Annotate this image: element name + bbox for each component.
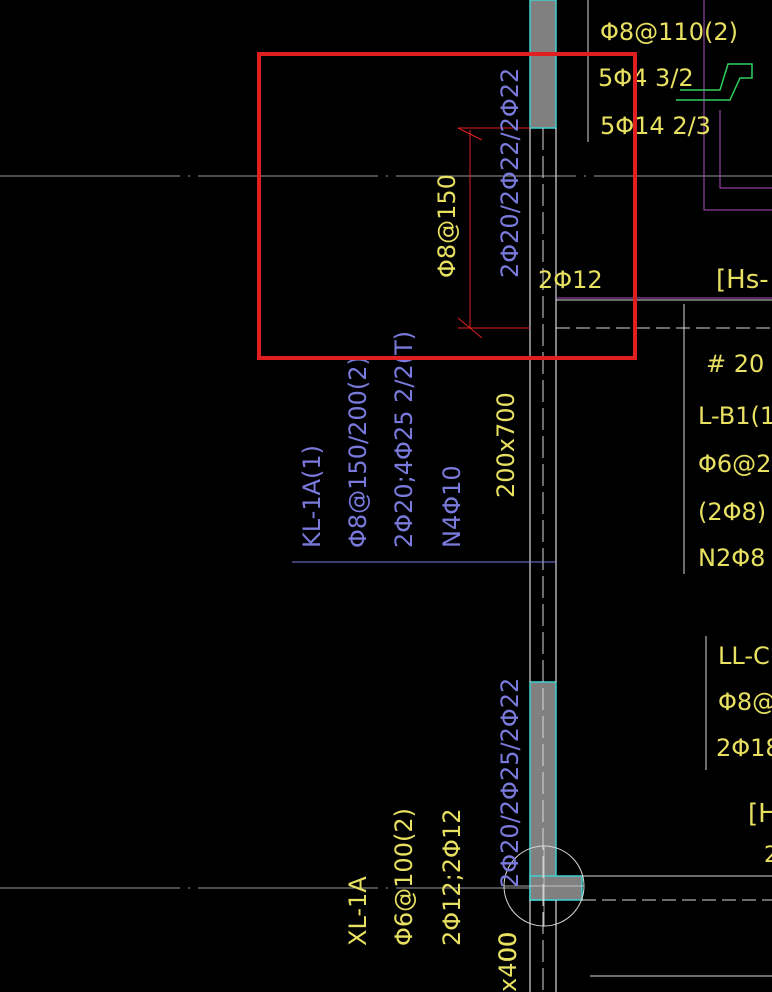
label-kl-bars: 2Φ20;4Φ25 2/2(T) (390, 331, 418, 548)
dim-tick-top (457, 127, 483, 141)
label-lb1-stirrup: Φ6@20 (698, 450, 772, 478)
label-xl-name: XL-1A (344, 876, 372, 946)
selection-box[interactable] (257, 52, 637, 360)
label-xl-section-2: 00 (494, 931, 522, 962)
label-ll-top-side: 2Φ20/2Φ22/2Φ22 (496, 68, 524, 278)
label-top-bars-1: 5Φ4 3/2 (598, 64, 694, 92)
label-xl-section: x400 (494, 932, 522, 992)
magenta-outline (703, 0, 772, 211)
label-xl-bars: 2Φ12;2Φ12 (438, 809, 466, 946)
label-kl-stirrup: Φ8@150/200(2) (344, 356, 372, 548)
wall-top (529, 0, 557, 129)
wall-foot (529, 875, 583, 901)
label-top-bars-2: 5Φ14 2/3 (600, 112, 711, 140)
label-ll-bottom-side: 2Φ20/2Φ25/2Φ22 (496, 678, 524, 888)
label-ll-bars: 2Φ18 (716, 734, 772, 762)
label-top-stirrup: Φ8@110(2) (600, 18, 738, 46)
label-xl-stirrup: Φ6@100(2) (390, 808, 418, 946)
label-side-bars-2d12: 2Φ12 (538, 266, 603, 294)
label-stirrup-150: Φ8@150 (433, 174, 461, 278)
label-lb1-name: L-B1(1 (698, 402, 772, 430)
label-lb1-side: N2Φ8 (698, 544, 765, 572)
magenta-outline-2 (719, 110, 772, 189)
label-kl-side: N4Φ10 (438, 465, 466, 548)
green-leader (676, 63, 753, 101)
label-ll-stirrup: Φ8@ (718, 688, 772, 716)
label-hs-tag-top: [Hs- (716, 265, 769, 295)
label-kl-section: 200x700 (492, 392, 520, 498)
label-hs-tag-bottom: [H (748, 799, 772, 829)
label-lb1-bars: (2Φ8) (698, 498, 766, 526)
label-hash-200: # 20 (706, 350, 764, 378)
label-ll-name: LL-C (718, 642, 770, 670)
label-hs-tag-bottom-2: 2 (764, 843, 772, 868)
label-kl-name: KL-1A(1) (298, 445, 326, 548)
